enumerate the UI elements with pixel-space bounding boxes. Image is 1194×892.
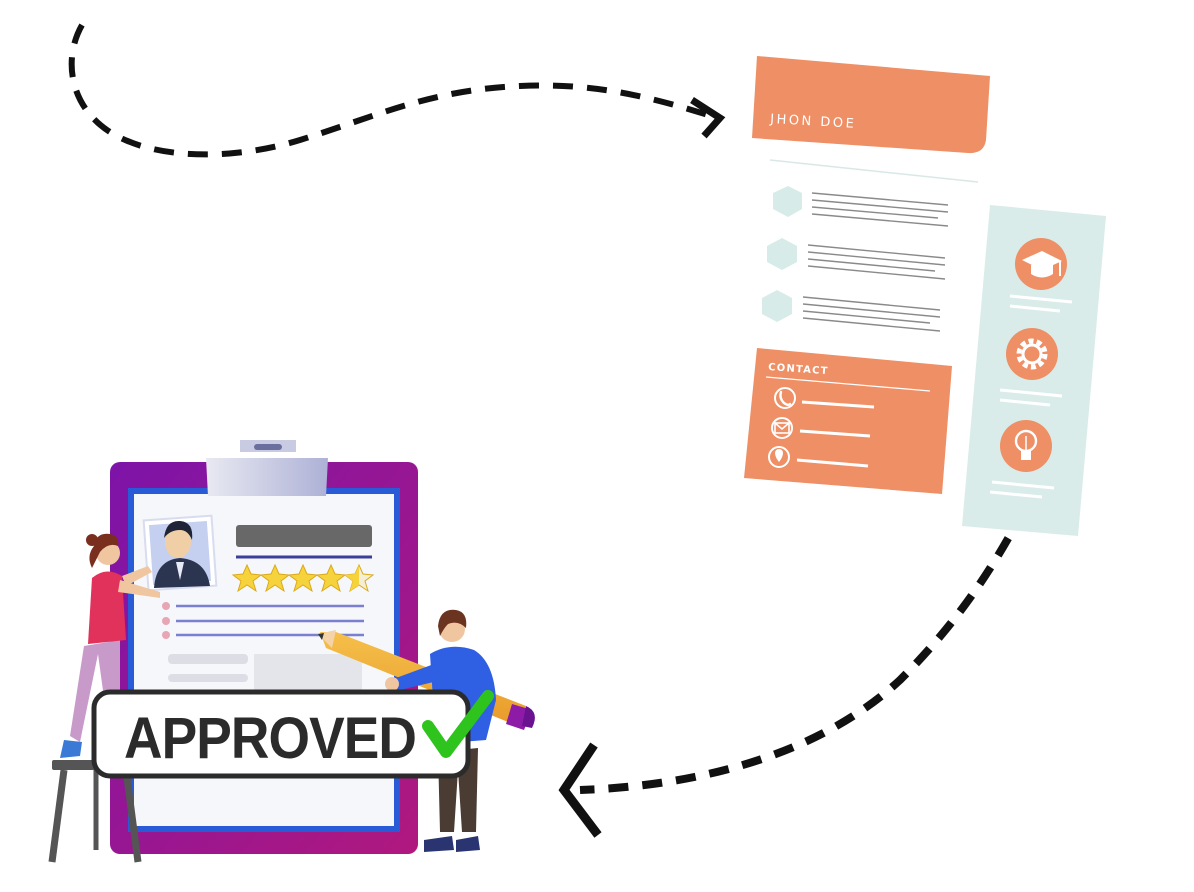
rating-stars [231, 563, 375, 593]
avatar [154, 558, 210, 588]
hexagon-icon [767, 238, 797, 270]
hexagon-icon [762, 290, 792, 322]
approved-label: APPROVED [124, 706, 416, 771]
resume-section-2 [767, 238, 946, 280]
approved-stamp: APPROVED [91, 689, 494, 779]
resume-contact-box [744, 348, 952, 494]
mail-icon [771, 417, 793, 439]
lightbulb-icon [1000, 420, 1052, 472]
arrowhead-icon [558, 742, 602, 838]
resume-section-1 [773, 186, 949, 227]
resume-sidebar [962, 205, 1106, 536]
star-icon [287, 563, 319, 593]
resume-section-3 [762, 290, 941, 332]
star-icon [259, 563, 291, 593]
phone-icon [774, 387, 796, 409]
gear-icon [1006, 328, 1058, 380]
hexagon-icon [773, 186, 802, 217]
resume-header-band [752, 56, 990, 154]
resume-document: JHON DOE CONTACT [744, 56, 990, 494]
resume-name: JHON DOE [769, 112, 857, 132]
header-bar [236, 525, 372, 547]
checkmark-icon [422, 690, 494, 758]
location-icon [768, 446, 790, 468]
profile-photo [142, 514, 218, 592]
star-icon [315, 563, 347, 593]
graduation-cap-icon [1015, 238, 1067, 290]
clipboard-clip [206, 440, 328, 496]
dashed-arrow-bottom [558, 476, 1044, 838]
dashed-arrow-top [68, 23, 726, 158]
arrowhead-icon [690, 97, 726, 139]
contact-heading: CONTACT [768, 362, 829, 377]
star-icon [231, 563, 263, 593]
